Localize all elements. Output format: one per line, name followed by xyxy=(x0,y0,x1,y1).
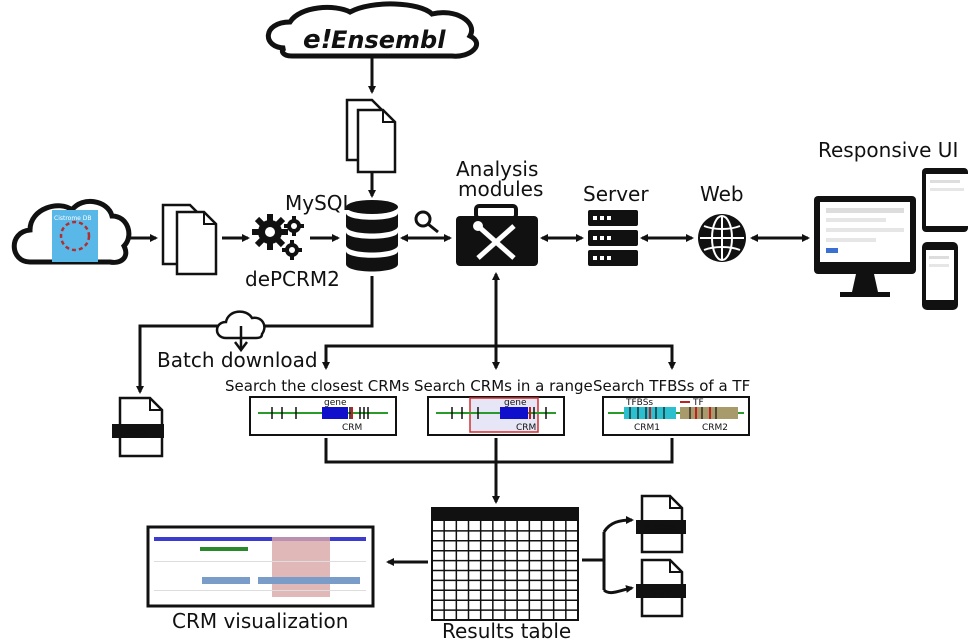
search-merge-line xyxy=(324,438,674,464)
web-label: Web xyxy=(700,182,744,206)
excel-file-icon: EXCEL xyxy=(636,494,686,554)
search-range-crm-label: CRM xyxy=(516,423,536,433)
bed-label: BED xyxy=(124,427,147,438)
search-closest-gene-label: gene xyxy=(324,398,347,408)
crm-visualization-thumbnail xyxy=(146,525,375,608)
ensembl-logo-mark: e! xyxy=(303,25,333,55)
phone-icon xyxy=(922,242,958,310)
ensembl-files-icon xyxy=(345,98,397,174)
search-closest-title: Search the closest CRMs xyxy=(225,377,410,395)
analysis-label-line2: modules xyxy=(458,177,543,201)
analysis-label-line1: Analysis xyxy=(456,157,538,181)
search-tfbs-label: TFBSs xyxy=(625,398,653,408)
ensembl-cloud-icon: e! Ensembl xyxy=(265,1,479,59)
search-range-panel: gene CRM xyxy=(427,396,565,436)
database-label: MySQL xyxy=(285,191,355,215)
cloud-download-icon xyxy=(215,310,266,353)
visualization-label: CRM visualization xyxy=(172,609,348,633)
search-tfbs-crm2-label: CRM2 xyxy=(702,423,728,433)
bed-file-icon: BED xyxy=(112,396,164,458)
server-icon xyxy=(588,210,638,266)
search-tfbs-title: Search TFBSs of a TF xyxy=(593,377,750,395)
server-label: Server xyxy=(583,182,649,206)
ui-label: Responsive UI xyxy=(818,138,958,162)
tablet-icon xyxy=(922,168,968,232)
csv-label: CSV xyxy=(650,587,673,598)
ensembl-logo-text: Ensembl xyxy=(331,26,446,54)
cistrome-files-icon xyxy=(161,203,218,276)
search-closest-crm-label: CRM xyxy=(342,423,362,433)
database-icon xyxy=(346,200,398,272)
excel-label: EXCEL xyxy=(644,523,679,534)
search-closest-panel: gene CRM xyxy=(249,396,397,436)
search-tf-label: TF xyxy=(692,398,704,408)
globe-icon xyxy=(698,214,746,262)
toolbox-icon xyxy=(456,204,538,266)
results-label: Results table xyxy=(442,619,571,641)
cistrome-cloud-icon: Cistrome DB xyxy=(11,199,132,265)
cistrome-logo-text: Cistrome DB xyxy=(54,215,92,222)
search-branch-line xyxy=(324,344,674,368)
tool-label: dePCRM2 xyxy=(245,267,340,291)
search-range-title: Search CRMs in a range xyxy=(414,377,593,395)
gears-icon xyxy=(252,214,304,260)
desktop-monitor-icon xyxy=(814,196,916,297)
batch-download-label: Batch download xyxy=(157,348,318,372)
search-tfbs-crm1-label: CRM1 xyxy=(634,423,660,433)
search-tfbs-panel: TFBSs TF CRM1 CRM2 xyxy=(602,396,750,436)
search-icon xyxy=(414,210,439,234)
csv-file-icon: CSV xyxy=(636,558,686,618)
results-table-icon xyxy=(431,507,579,621)
search-range-gene-label: gene xyxy=(504,398,527,408)
